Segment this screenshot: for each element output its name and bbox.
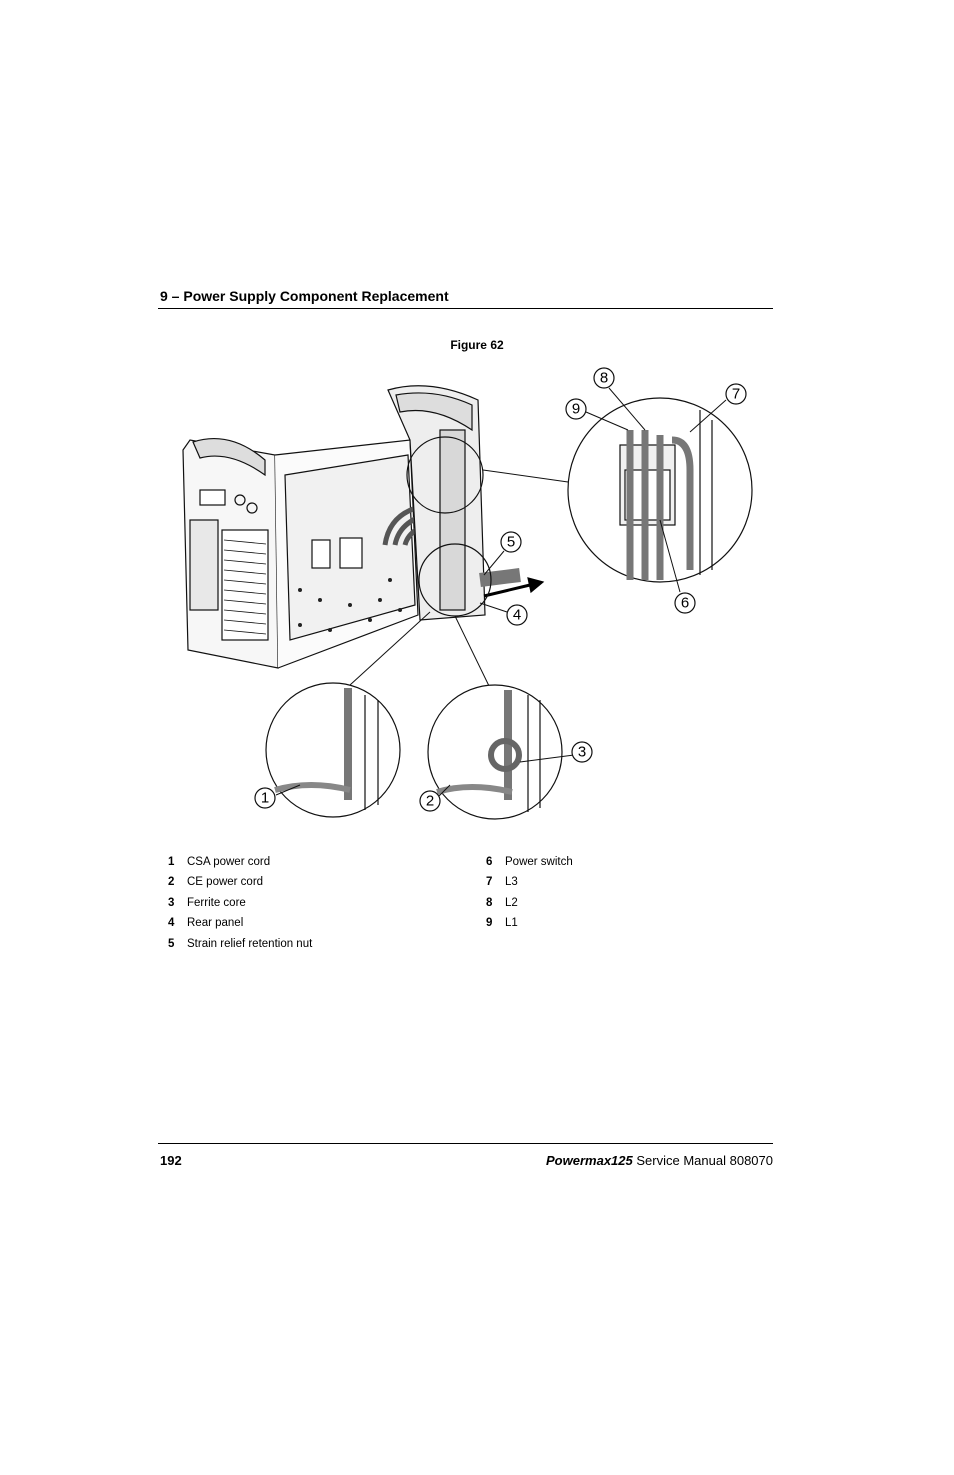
- legend-number: 7: [486, 876, 493, 888]
- legend-item: 8 L2: [486, 897, 518, 909]
- callout-6: 6: [681, 595, 689, 612]
- legend-label: Power switch: [505, 856, 573, 868]
- legend-number: 2: [168, 876, 175, 888]
- legend-number: 3: [168, 897, 175, 909]
- footer-doc-info: Powermax125 Service Manual 808070: [546, 1153, 773, 1168]
- section-title: 9 – Power Supply Component Replacement: [160, 288, 449, 304]
- doc-title: Service Manual: [636, 1153, 726, 1168]
- legend-item: 9 L1: [486, 917, 518, 929]
- legend-label: L3: [505, 876, 518, 888]
- legend-number: 1: [168, 856, 175, 868]
- legend-number: 9: [486, 917, 493, 929]
- callout-5: 5: [507, 534, 515, 551]
- legend-label: CE power cord: [187, 876, 264, 888]
- legend-label: Strain relief retention nut: [187, 938, 313, 950]
- callout-4: 4: [513, 607, 521, 624]
- doc-number: 808070: [729, 1153, 773, 1168]
- callout-7: 7: [732, 386, 740, 403]
- legend-label: CSA power cord: [187, 856, 271, 868]
- legend-item: 7 L3: [486, 876, 518, 888]
- callout-3: 3: [578, 744, 586, 761]
- product-name: Powermax125: [546, 1153, 633, 1168]
- footer-rule: [158, 1143, 773, 1144]
- legend-item: 2 CE power cord: [168, 876, 263, 888]
- legend-label: L2: [505, 897, 518, 909]
- legend-number: 6: [486, 856, 493, 868]
- callout-8: 8: [600, 370, 608, 387]
- header-rule: [158, 308, 773, 309]
- callout-9: 9: [572, 401, 580, 418]
- legend-label: Rear panel: [187, 917, 244, 929]
- callout-2: 2: [426, 793, 434, 810]
- legend-item: 6 Power switch: [486, 856, 573, 868]
- page-number: 192: [160, 1153, 182, 1168]
- callout-1: 1: [261, 790, 269, 807]
- legend-item: 4 Rear panel: [168, 917, 243, 929]
- legend-label: L1: [505, 917, 518, 929]
- legend-item: 5 Strain relief retention nut: [168, 938, 312, 950]
- legend-item: 1 CSA power cord: [168, 856, 270, 868]
- legend-number: 8: [486, 897, 493, 909]
- power-supply-illustration: 1 2 3 4 5 6 7 8 9: [182, 367, 753, 820]
- legend-number: 4: [168, 917, 175, 929]
- figure-caption: Figure 62: [450, 338, 504, 352]
- legend-label: Ferrite core: [187, 897, 246, 909]
- legend-number: 5: [168, 938, 175, 950]
- legend-item: 3 Ferrite core: [168, 897, 246, 909]
